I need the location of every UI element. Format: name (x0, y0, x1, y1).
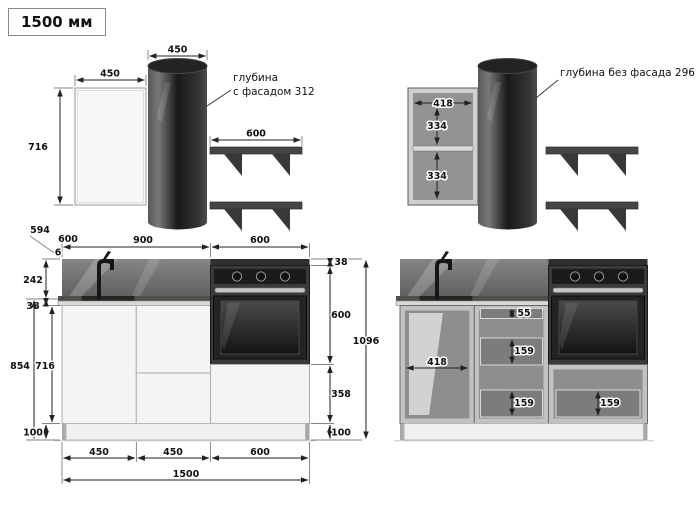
backsplash-right (400, 259, 549, 299)
worktop-edge (57, 300, 215, 306)
drawing-title: 1500 мм (8, 8, 106, 36)
dim-450-middle: 450 (163, 447, 183, 458)
middle-cabinet-lower-front (135, 372, 211, 424)
dim-cabinet-height: 716 (28, 142, 48, 153)
dim-600-bottom: 600 (250, 447, 270, 458)
worktop-top-surface (58, 296, 214, 301)
backsplash-highlight (406, 259, 456, 298)
wall-shelf-top-right (545, 146, 639, 177)
wall-cabinet-front-inner (77, 90, 144, 203)
dim-900: 900 (133, 235, 153, 246)
right-elevation: 418 334 334 глубина без фасада 296 (394, 58, 697, 442)
oven-column-lower-front (210, 364, 310, 424)
wall-shelf-top (209, 146, 303, 177)
left-base-bottom-dimensions: 450 450 600 1500 (61, 442, 310, 484)
plinth-shadow (400, 423, 404, 440)
dim-100-plinth: 100 (23, 428, 43, 439)
dim-159-drawer-a: 159 (514, 346, 534, 357)
depth-note-line2: с фасадом 312 (233, 86, 315, 98)
middle-cabinet-upper-front (135, 305, 211, 374)
dim-594: 594 (30, 225, 50, 236)
wall-shelf-bottom (209, 201, 303, 232)
backsplash-highlight (68, 259, 118, 298)
plinth-shadow (62, 423, 66, 440)
base-run (54, 251, 316, 442)
plinth-right (403, 423, 644, 441)
oven-right (548, 258, 648, 365)
depth-note-line1: глубина (233, 72, 278, 84)
base-run-carcass: 418 55 159 159 159 (394, 251, 654, 442)
dim-716-front: 716 (35, 361, 55, 372)
dim-600-oven-h: 600 (331, 310, 351, 321)
left-base-right-dimensions: 38 600 358 100 1096 (311, 256, 381, 441)
dim-cabinet-width: 450 (100, 69, 120, 80)
backsplash-highlight (469, 259, 499, 298)
dim-854: 854 (10, 361, 30, 372)
dim-100-right: 100 (331, 428, 351, 439)
worktop-edge-right (395, 300, 553, 306)
dim-418-inner: 418 (433, 99, 453, 110)
left-base-top-dimensions: 900 600 594 600 6 (29, 224, 310, 260)
dim-358: 358 (331, 389, 351, 400)
left-elevation: глубина с фасадом 312 (9, 43, 381, 484)
plinth (65, 423, 306, 441)
open-door-panel (409, 313, 443, 415)
plinth-shadow (643, 423, 648, 440)
backsplash-highlight (131, 259, 161, 298)
left-upper-dimensions: 450 716 450 600 (27, 43, 303, 206)
dim-242: 242 (23, 275, 43, 286)
depth-note-right: глубина без фасада 296 (560, 67, 695, 79)
dim-38-top: 38 (334, 257, 348, 268)
wall-cabinet-shelf (412, 145, 474, 152)
dim-418-sink-inner: 418 (427, 357, 447, 368)
wall-cabinet-front (74, 87, 147, 206)
backsplash (62, 259, 211, 299)
sink-basin (81, 296, 135, 301)
dim-600-depth: 600 (58, 234, 78, 245)
dim-159-drawer-b: 159 (514, 398, 534, 409)
dim-334-top: 334 (427, 121, 447, 132)
wall-shelf-bottom-right (545, 201, 639, 232)
sink-cabinet-door (61, 305, 137, 424)
dim-6: 6 (55, 248, 62, 259)
dim-334-bottom: 334 (427, 171, 447, 182)
dim-1096-total: 1096 (353, 336, 380, 347)
cooker-hood (147, 58, 208, 230)
oven (210, 258, 310, 365)
dim-450-sink: 450 (89, 447, 109, 458)
cooker-hood-right (477, 58, 538, 230)
dim-600-oven: 600 (250, 235, 270, 246)
leader-line-right (535, 79, 559, 99)
dim-55-drawer: 55 (517, 308, 530, 319)
dim-shelf-width: 600 (246, 129, 266, 140)
wall-cabinet (74, 87, 147, 206)
sink-basin-right (419, 296, 473, 301)
plinth-shadow (305, 423, 310, 440)
dim-38-worktop: 38 (26, 301, 40, 312)
dim-hood-width: 450 (168, 45, 188, 56)
leader-line (206, 89, 232, 107)
dim-159-oven-drawer: 159 (600, 398, 620, 409)
dim-1500-total: 1500 (173, 469, 200, 480)
wall-cabinet-carcass: 418 334 334 (407, 87, 479, 206)
worktop-top-surface-right (396, 296, 552, 301)
left-base-left-dimensions: 242 38 854 716 100 (9, 258, 60, 441)
